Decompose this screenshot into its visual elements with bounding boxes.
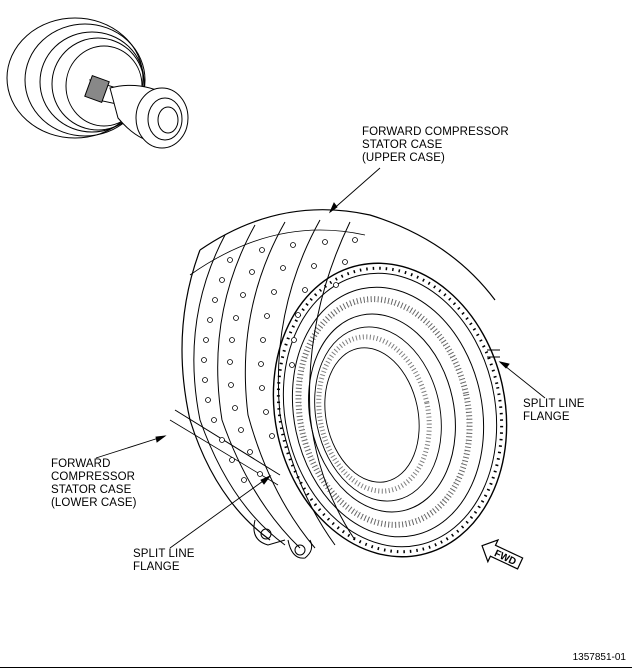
stator-case-drawing bbox=[169, 209, 508, 559]
fwd-arrow-label: FWD bbox=[492, 548, 517, 568]
label-upper-case: FORWARD COMPRESSOR STATOR CASE (UPPER CA… bbox=[362, 126, 509, 165]
label-line: (UPPER CASE) bbox=[362, 152, 445, 164]
label-line: FORWARD COMPRESSOR bbox=[362, 126, 509, 138]
label-line: COMPRESSOR bbox=[51, 471, 136, 483]
leader-lower-case bbox=[95, 435, 166, 459]
figure-id: 1357851-01 bbox=[572, 652, 626, 663]
label-line: (LOWER CASE) bbox=[51, 497, 137, 509]
leader-lines bbox=[95, 167, 546, 549]
fwd-arrow-icon: FWD bbox=[481, 538, 524, 570]
label-lower-case: FORWARD COMPRESSOR STATOR CASE (LOWER CA… bbox=[51, 458, 137, 510]
leader-upper-case bbox=[329, 167, 381, 213]
label-line: SPLIT LINE bbox=[133, 548, 195, 560]
label-line: STATOR CASE bbox=[362, 139, 443, 151]
label-line: FORWARD bbox=[51, 458, 111, 470]
leader-right-flange bbox=[499, 361, 546, 399]
label-line: FLANGE bbox=[133, 561, 180, 573]
engine-locator-icon bbox=[6, 17, 189, 149]
label-line: SPLIT LINE bbox=[523, 398, 585, 410]
label-split-line-right: SPLIT LINE FLANGE bbox=[523, 398, 585, 424]
leader-bottom-flange bbox=[169, 475, 271, 549]
bottom-rule bbox=[0, 667, 632, 668]
label-line: FLANGE bbox=[523, 411, 570, 423]
label-line: STATOR CASE bbox=[51, 484, 132, 496]
label-split-line-bottom: SPLIT LINE FLANGE bbox=[133, 548, 195, 574]
